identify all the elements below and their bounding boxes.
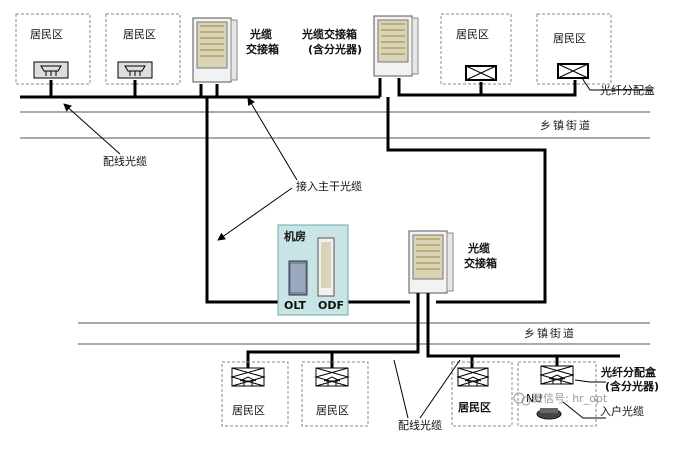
residential-label-bottom-1: 居民区 xyxy=(232,404,265,417)
terminal-box-icon xyxy=(314,367,350,387)
fiber-box-icon xyxy=(557,63,589,79)
cross-connect-cabinet-top-left xyxy=(192,17,238,83)
odf-label: ODF xyxy=(318,299,344,312)
road-top-label: 乡镇街道 xyxy=(540,118,592,132)
top-right-branch xyxy=(397,78,577,97)
residential-box-top-3 xyxy=(440,13,512,85)
residential-box-bottom-4 xyxy=(517,361,597,427)
wechat-icon xyxy=(513,392,531,406)
fiber-box-top-label: 光纤分配盒 xyxy=(600,83,655,97)
label-trunk-cable: 接入主干光缆 xyxy=(296,179,362,193)
cabinet-middle-label-2: 交接箱 xyxy=(464,256,497,270)
residential-label-top-1: 居民区 xyxy=(30,28,63,41)
terminal-box-icon xyxy=(33,61,69,79)
residential-label-bottom-2: 居民区 xyxy=(316,404,349,417)
residential-box-top-2 xyxy=(105,13,181,85)
fiber-box-icon xyxy=(465,65,497,81)
terminal-box-icon xyxy=(456,367,490,387)
fiber-box-bottom-label-1: 光纤分配盒 xyxy=(600,365,657,379)
terminal-box-icon xyxy=(117,61,153,79)
cross-connect-cabinet-middle xyxy=(408,230,454,294)
residential-box-bottom-1 xyxy=(221,361,289,427)
terminal-box-icon xyxy=(539,365,575,385)
residential-box-top-1 xyxy=(15,13,91,85)
residential-label-bottom-3: 居民区 xyxy=(458,401,491,414)
onu-device-icon xyxy=(536,408,562,420)
trunk-cable-left xyxy=(205,97,278,304)
residential-label-top-4: 居民区 xyxy=(553,32,586,45)
cabinet-top-right-label-1: 光缆交接箱 xyxy=(301,27,357,41)
label-distribution-cable-top: 配线光缆 xyxy=(103,154,147,168)
cabinet-top-left-label-1: 光缆 xyxy=(249,27,272,41)
machine-room xyxy=(277,224,349,316)
cabinet-middle-label-1: 光缆 xyxy=(467,241,490,255)
residential-box-bottom-3 xyxy=(451,361,513,427)
drop-cable-label: 入户光缆 xyxy=(600,404,644,418)
olt-label: OLT xyxy=(284,299,307,312)
road-bottom-label: 乡镇街道 xyxy=(524,326,576,340)
machine-room-title: 机房 xyxy=(284,229,306,243)
fiber-box-bottom-label-2: (含分光器) xyxy=(605,379,659,393)
cabinet-top-left-label-2: 交接箱 xyxy=(246,42,279,56)
residential-label-top-2: 居民区 xyxy=(123,28,156,41)
cabinet-top-right-label-2: (含分光器) xyxy=(308,42,362,56)
cross-connect-cabinet-top-right xyxy=(373,15,419,77)
residential-box-bottom-2 xyxy=(301,361,369,427)
trunk-cable-right xyxy=(386,97,547,304)
terminal-box-icon xyxy=(230,367,266,387)
bottom-distribution-bus-left xyxy=(246,293,420,368)
watermark: 微信号: hr_opt xyxy=(532,391,608,405)
residential-label-top-3: 居民区 xyxy=(456,28,489,41)
label-distribution-cable-bottom: 配线光缆 xyxy=(398,418,442,432)
